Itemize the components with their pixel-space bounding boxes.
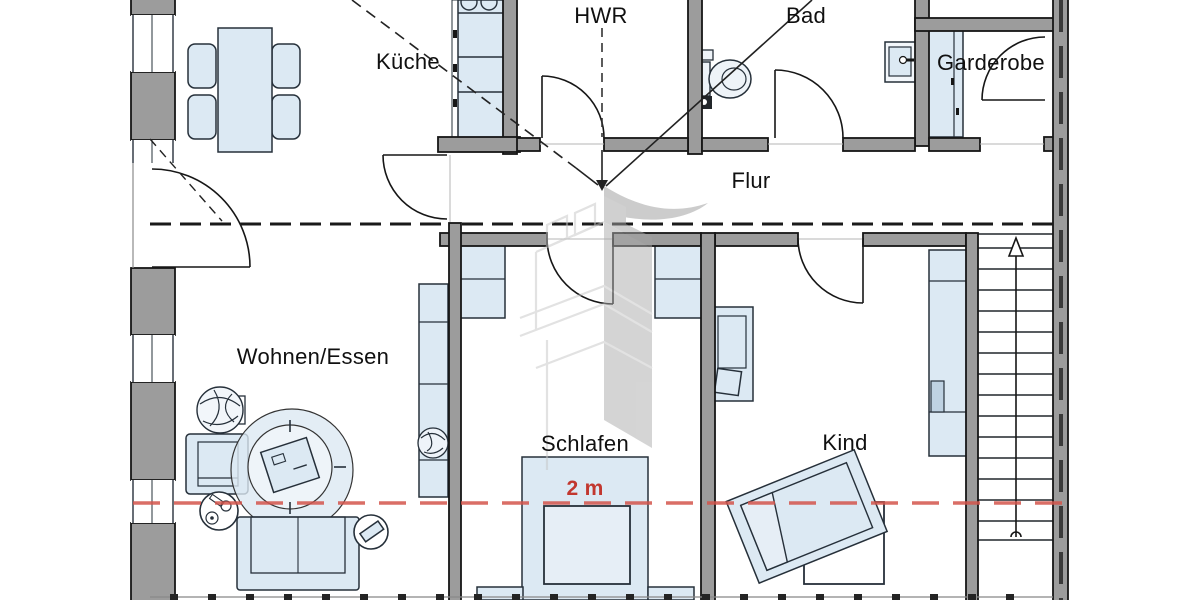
dining-table <box>217 27 273 153</box>
window <box>131 335 175 382</box>
room-label-flur: Flur <box>731 168 771 193</box>
chair <box>713 367 743 397</box>
sofa <box>236 516 360 591</box>
stairs-up-arrow-icon <box>1007 235 1025 538</box>
washbasin <box>884 41 917 83</box>
dining-table-set <box>187 27 301 153</box>
door-hwr <box>541 75 605 139</box>
kids-room-furniture <box>711 249 970 585</box>
staircase <box>978 233 1053 541</box>
bedroom-furniture <box>456 240 704 600</box>
wardrobe <box>928 249 970 457</box>
plant-icon <box>196 386 246 434</box>
dining-chair <box>271 94 301 140</box>
door-bad <box>774 69 844 139</box>
dining-chair <box>187 43 217 89</box>
threshold-lines <box>449 143 1044 240</box>
watermark-castle-logo <box>519 186 708 470</box>
dining-chair <box>187 94 217 140</box>
sideboard <box>418 283 449 498</box>
door-kind <box>797 237 864 304</box>
doors <box>151 36 1046 305</box>
roof-slope-arrow-icon <box>596 150 608 191</box>
door-balcony <box>151 168 251 268</box>
side-table <box>353 514 389 550</box>
window <box>131 15 175 72</box>
room-label-schlafen: Schlafen <box>540 431 630 456</box>
rug-and-coffee-table <box>230 408 354 532</box>
roof-slope-annotation <box>149 0 813 222</box>
walls <box>130 0 1069 600</box>
bottom-cut-edge <box>150 594 1053 600</box>
living-room-furniture <box>185 283 449 591</box>
kids-bed <box>725 448 889 585</box>
height-line-label: 2 m <box>566 477 604 500</box>
room-label-hwr: HWR <box>574 3 628 28</box>
door-kitchen-flur <box>382 154 448 220</box>
door-garderobe <box>981 36 1046 101</box>
stove-burner-icon <box>460 0 478 11</box>
room-label-wohnen-essen: Wohnen/Essen <box>236 344 390 369</box>
dining-chair <box>271 43 301 89</box>
garderobe-wardrobe <box>924 29 964 138</box>
plant-icon <box>417 427 449 459</box>
kitchen-counter <box>451 0 506 139</box>
side-table <box>199 491 239 531</box>
room-label-kind: Kind <box>822 430 868 455</box>
window <box>131 140 175 163</box>
room-label-bad: Bad <box>785 3 827 28</box>
room-label-garderobe: Garderobe <box>937 50 1045 75</box>
stove-burner-icon <box>480 0 498 11</box>
room-label-kueche: Küche <box>376 49 440 74</box>
